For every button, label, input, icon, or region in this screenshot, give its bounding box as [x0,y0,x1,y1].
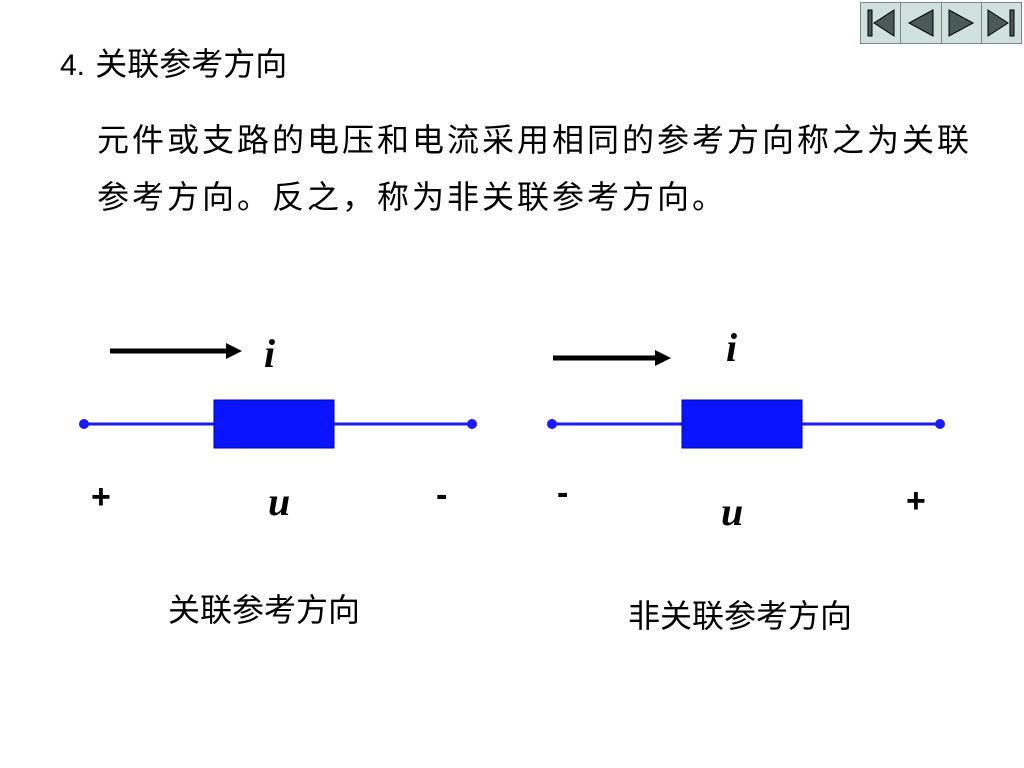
first-slide-button[interactable] [861,3,902,43]
non-associated-reference-circuit [547,350,945,449]
definition-text: 元件或支路的电压和电流采用相同的参考方向称之为关联参考方向。反之，称为非关联参考… [97,121,973,216]
terminal-left [547,419,557,429]
title-text: 关联参考方向 [95,45,288,83]
current-arrow-head [655,350,671,366]
terminal-right [935,419,945,429]
circuit-element [681,399,803,449]
circuit-element [213,399,335,449]
last-slide-icon [987,9,1015,37]
circuit-figures: i + u - 关联参考方向 i - u + 非关联参考方向 [0,300,1024,660]
current-label: i [264,331,276,376]
voltage-label: u [268,479,291,524]
circuit-diagram [79,343,945,449]
caption-associated: 关联参考方向 [168,591,361,629]
voltage-label: u [721,489,744,534]
left-sign: + [91,478,111,516]
slide-navigation [860,2,1022,44]
previous-slide-button[interactable] [901,3,942,43]
previous-slide-icon [907,9,934,37]
right-sign: + [906,482,926,520]
current-arrow-head [226,343,242,359]
current-label: i [726,325,738,370]
slide-title: 4. 关联参考方向 [60,40,287,90]
right-sign: - [436,476,448,514]
next-slide-icon [948,9,975,37]
last-slide-button[interactable] [982,3,1021,43]
left-sign: - [557,474,569,512]
caption-non-associated: 非关联参考方向 [628,597,853,635]
first-slide-icon [867,9,895,37]
next-slide-button[interactable] [942,3,982,43]
terminal-left [79,419,89,429]
associated-reference-circuit [79,343,477,449]
terminal-right [467,419,477,429]
title-number: 4. [60,49,86,82]
